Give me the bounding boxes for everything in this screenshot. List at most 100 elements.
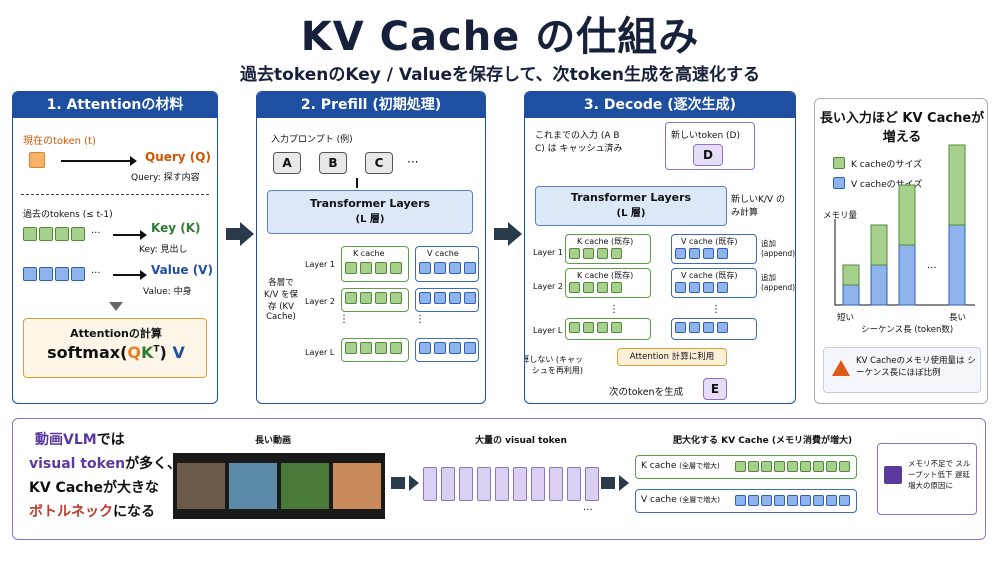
cache-cell — [434, 262, 446, 274]
page-subtitle: 過去tokenのKey / Valueを保存して、次token生成を高速化する — [240, 65, 760, 85]
chip-icon — [884, 466, 902, 484]
formula: softmax(QKT) V — [47, 343, 185, 362]
visual-token — [549, 467, 563, 501]
cache-cell — [390, 342, 402, 354]
x-axis-label: シーケンス長 (token数) — [861, 325, 954, 335]
cache-cell — [787, 495, 798, 506]
cache-cell — [375, 292, 387, 304]
cache-cell — [419, 262, 431, 274]
cached-input-note: これまでの入力 (A B C) は キャッシュ済み — [535, 131, 623, 154]
k-cache-bar — [870, 224, 888, 266]
visual-token — [567, 467, 581, 501]
new-token-d: D — [693, 144, 723, 166]
growth-panel: 長い入力ほど KV Cacheが増える K cacheのサイズ V cacheの… — [814, 98, 988, 404]
new-token-box — [665, 122, 755, 170]
v-cache-layer1 — [415, 246, 479, 282]
query-label: Query (Q) — [145, 150, 211, 164]
token-a: A — [273, 152, 301, 174]
past-tokens-label: 過去のtokens (≤ t-1) — [23, 210, 113, 220]
next-token-e: E — [703, 378, 727, 400]
query-arrow — [61, 160, 131, 162]
cache-cell — [717, 282, 728, 293]
cache-cell — [583, 322, 594, 333]
k-cache-layerL — [341, 338, 409, 362]
cache-cell — [419, 292, 431, 304]
cache-cell — [583, 248, 594, 259]
value-desc: Value: 中身 — [143, 287, 192, 297]
visual-token — [477, 467, 491, 501]
visual-token — [495, 467, 509, 501]
v-cache-existing-2 — [671, 268, 757, 298]
cache-cell — [703, 282, 714, 293]
cache-cell — [717, 322, 728, 333]
new-kv-note: 新しいK/V のみ計算 — [731, 195, 785, 218]
k-cache-layer1 — [341, 246, 409, 282]
side-note: 各層で K/V を保存 (KV Cache) — [264, 278, 298, 322]
v-cache-bar — [870, 264, 888, 306]
page-title: KV Cache の仕組み — [300, 14, 700, 60]
cache-cell — [800, 495, 811, 506]
cache-cell — [826, 461, 837, 472]
cache-cell — [735, 461, 746, 472]
k-cache-layer2 — [341, 288, 409, 312]
k-cache-bar — [842, 264, 860, 286]
cache-cell — [449, 342, 461, 354]
no-recalc-note: 再計算しない (キャッシュを再利用) — [525, 355, 583, 375]
cache-cell — [689, 248, 700, 259]
cache-cell — [748, 495, 759, 506]
cache-cell — [345, 262, 357, 274]
cache-cell — [434, 342, 446, 354]
growth-title: 長い入力ほど KV Cacheが増える — [819, 111, 985, 145]
cache-cell — [360, 262, 372, 274]
v-cache-bar — [898, 244, 916, 306]
cache-cell — [675, 282, 686, 293]
cache-cell — [464, 342, 476, 354]
token-c: C — [365, 152, 393, 174]
cache-cell — [390, 262, 402, 274]
key-label: Key (K) — [151, 221, 201, 235]
cache-cell — [675, 322, 686, 333]
warning-box: KV Cacheのメモリ使用量は シーケンス長にほぼ比例 — [823, 347, 981, 393]
visual-token — [441, 467, 455, 501]
cache-cell — [360, 342, 372, 354]
value-label: Value (V) — [151, 263, 213, 277]
visual-token — [423, 467, 437, 501]
cache-cell — [583, 282, 594, 293]
cache-cell — [345, 292, 357, 304]
cache-cell — [464, 262, 476, 274]
cache-cell — [360, 292, 372, 304]
axes — [834, 219, 975, 306]
v-cache-layerL — [415, 338, 479, 362]
cache-cell — [569, 248, 580, 259]
cache-cell — [345, 342, 357, 354]
arrow-icon-2 — [601, 475, 629, 491]
visual-token — [513, 467, 527, 501]
visual-token — [459, 467, 473, 501]
cache-cell — [611, 322, 622, 333]
cache-cell — [689, 282, 700, 293]
v-cache-existing-1 — [671, 234, 757, 264]
cache-cell — [390, 292, 402, 304]
down-arrow-icon — [109, 302, 123, 311]
cache-cell — [717, 248, 728, 259]
decode-panel-header: 3. Decode (逐次生成) — [525, 92, 795, 118]
attention-panel-header: 1. Attentionの材料 — [13, 92, 217, 118]
y-axis-label: メモリ量 — [823, 211, 858, 221]
memory-chart — [834, 144, 975, 306]
cache-cell — [748, 461, 759, 472]
cache-cell — [569, 322, 580, 333]
cache-cell — [839, 461, 850, 472]
cache-cell — [611, 248, 622, 259]
prefill-panel: 2. Prefill (初期処理) 入力プロンプト (例) A B C ··· … — [256, 91, 486, 404]
k-cache-bar — [898, 184, 916, 246]
key-desc: Key: 見出し — [139, 245, 188, 255]
video-vlm-panel: 動画VLMでは visual tokenが多く、 KV Cacheが大きな ボト… — [12, 418, 986, 540]
cache-cell — [813, 461, 824, 472]
cache-cell — [800, 461, 811, 472]
cache-cell — [375, 262, 387, 274]
flow-arrow-icon-2 — [494, 222, 522, 246]
cache-cell — [689, 322, 700, 333]
v-cache-existing-L — [671, 318, 757, 340]
cache-cell — [813, 495, 824, 506]
v-cache-bar — [842, 284, 860, 306]
